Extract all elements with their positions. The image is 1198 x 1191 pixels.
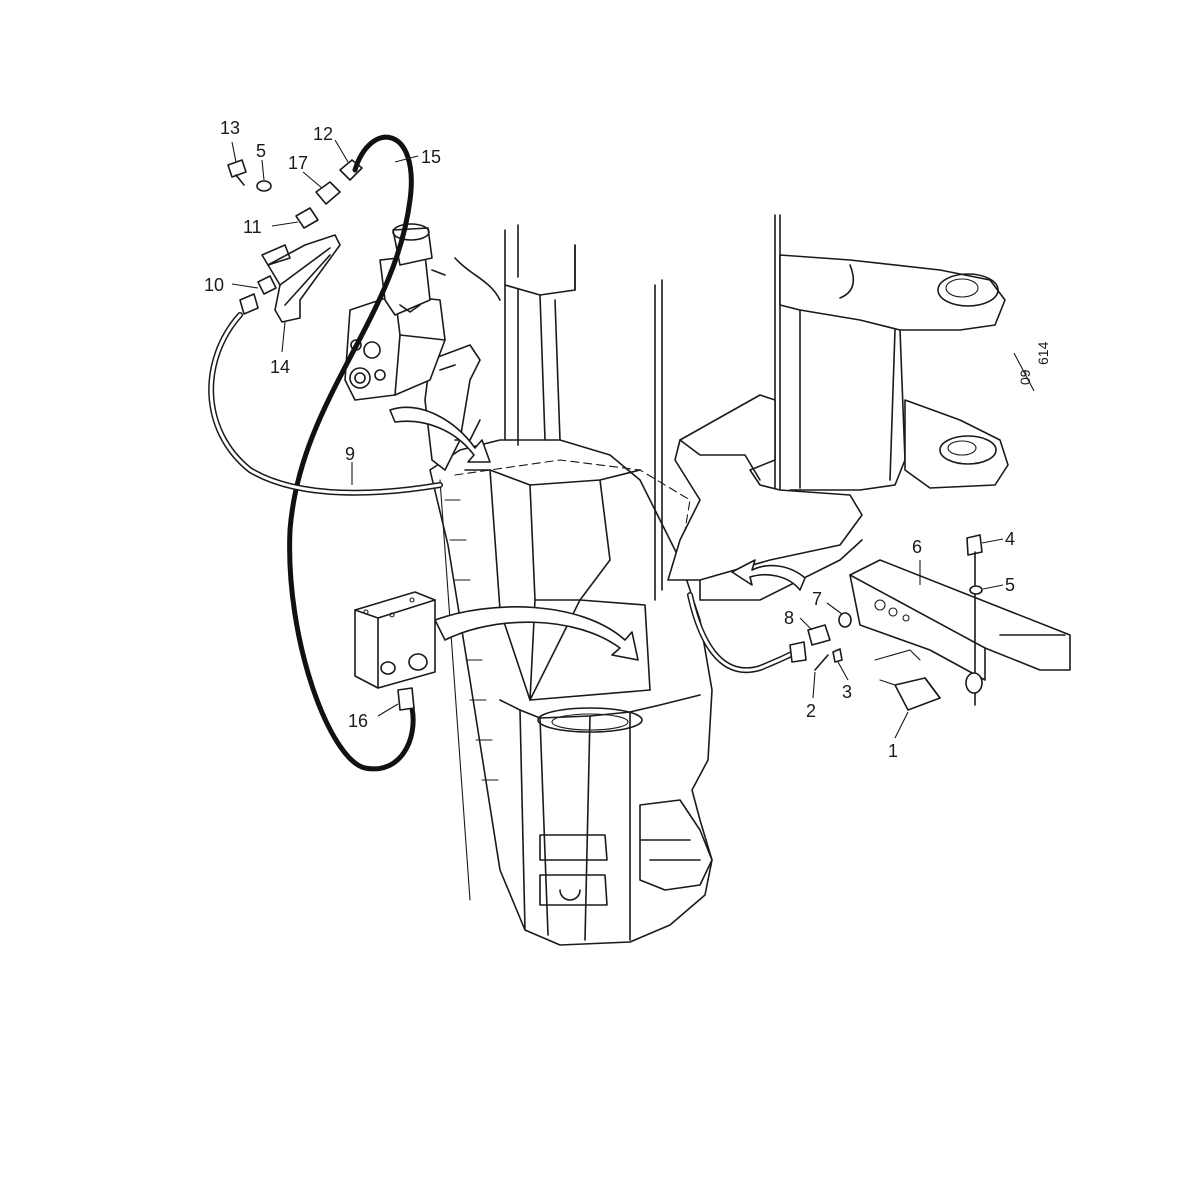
sensor-bracket: [789, 534, 1071, 711]
callout-7: 7: [812, 589, 822, 609]
callout-15: 15: [421, 147, 441, 167]
callout-3: 3: [842, 682, 852, 702]
reference-bottom: 614: [1035, 341, 1051, 365]
callout-11: 11: [243, 217, 262, 237]
callout-labels: 1 2 3 4 5 5 6 7 8 9 10 11 12 13 14 15 16…: [204, 118, 1015, 761]
valve-assembly: [344, 223, 446, 401]
boom-foot: [779, 254, 1009, 491]
callout-10: 10: [204, 275, 224, 295]
callout-4: 4: [1005, 529, 1015, 549]
lower-column: [429, 439, 713, 946]
callout-9: 9: [345, 444, 355, 464]
callout-1: 1: [888, 741, 898, 761]
leader-lines: [231, 139, 1004, 739]
callout-13: 13: [220, 118, 240, 138]
callout-5-right: 5: [1005, 575, 1015, 595]
arrow-right: [731, 559, 806, 591]
assembly-arrows: [389, 406, 806, 661]
callout-2: 2: [806, 701, 816, 721]
reference-code: 09 614: [1013, 341, 1051, 392]
reference-top: 09: [1017, 369, 1033, 385]
callout-14: 14: [270, 357, 290, 377]
callout-12: 12: [313, 124, 333, 144]
arrow-upper: [389, 406, 491, 463]
callout-6: 6: [912, 537, 922, 557]
callout-17: 17: [288, 153, 308, 173]
mounting-bracket-14: [261, 234, 341, 323]
callout-8: 8: [784, 608, 794, 628]
callout-5-upper: 5: [256, 141, 266, 161]
arrow-middle: [434, 606, 639, 661]
junction-box: [354, 591, 436, 711]
callout-16: 16: [348, 711, 368, 731]
cross-beam: [667, 394, 863, 601]
